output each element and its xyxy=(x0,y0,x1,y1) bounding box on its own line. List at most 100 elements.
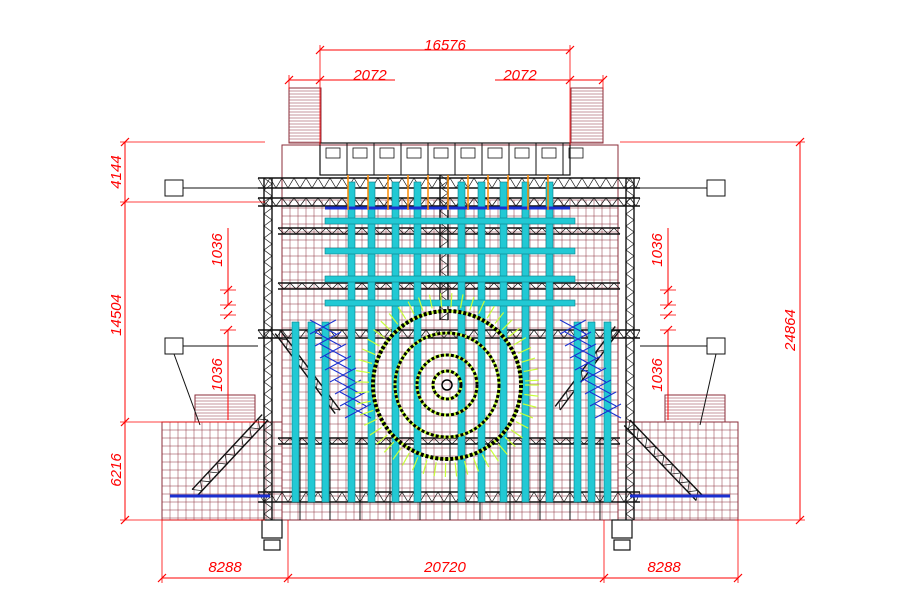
truss-lacing xyxy=(625,321,635,329)
truss-lacing xyxy=(307,227,315,235)
truss-lacing xyxy=(361,227,369,235)
truss-lacing xyxy=(563,491,571,503)
truss-lacing xyxy=(687,481,690,492)
truss-lacing xyxy=(323,197,331,207)
truss-lacing xyxy=(257,418,269,421)
truss-lacing xyxy=(443,177,451,189)
sunburst-ray xyxy=(373,329,386,339)
sunburst-ray xyxy=(501,319,513,331)
truss-lacing xyxy=(433,282,441,290)
truss-chord xyxy=(191,414,263,491)
truss-lacing xyxy=(192,489,203,491)
sunburst-ray xyxy=(356,400,371,405)
sunburst-ray xyxy=(463,460,469,475)
cyan-beam xyxy=(324,247,576,255)
truss-lacing xyxy=(263,237,273,245)
truss-lacing xyxy=(225,453,236,456)
truss-lacing xyxy=(263,333,273,341)
truss-lacing xyxy=(263,255,273,263)
stair-block xyxy=(194,394,256,423)
truss-lacing xyxy=(439,437,447,445)
stair-block xyxy=(664,394,726,423)
truss-lacing xyxy=(263,329,271,339)
truss-lacing xyxy=(263,195,273,203)
truss-lacing xyxy=(341,197,349,207)
dim-bottom-left: 8288 xyxy=(208,559,242,576)
ring-truss xyxy=(431,369,463,401)
truss-lacing xyxy=(263,327,273,335)
lattice-line xyxy=(569,343,597,359)
truss-lacing xyxy=(263,291,273,299)
truss-lacing xyxy=(277,437,285,445)
truss-lacing xyxy=(565,227,573,235)
truss-lacing xyxy=(269,197,277,207)
truss-lacing xyxy=(625,279,635,287)
truss-lacing xyxy=(443,197,451,207)
truss-lacing xyxy=(311,177,319,189)
truss-lacing xyxy=(509,491,517,503)
truss-lacing xyxy=(269,177,277,189)
truss-lacing xyxy=(511,227,519,235)
truss-lacing xyxy=(289,282,297,290)
truss-lacing xyxy=(539,197,547,207)
truss-lacing xyxy=(625,315,635,323)
truss-lacing xyxy=(335,197,343,207)
truss-lacing xyxy=(301,359,303,369)
truss-lacing xyxy=(623,177,631,189)
truss-lacing xyxy=(431,177,439,189)
header-cell xyxy=(352,147,368,159)
truss-lacing xyxy=(515,491,523,503)
truss-lacing xyxy=(662,455,665,466)
truss-lacing xyxy=(331,227,339,235)
truss-lacing xyxy=(625,273,635,281)
truss-lacing xyxy=(485,197,493,207)
truss-lacing xyxy=(263,213,273,221)
truss-lacing xyxy=(625,225,635,233)
truss-lacing xyxy=(557,177,565,189)
truss-lacing xyxy=(625,345,635,353)
truss-lacing xyxy=(425,197,433,207)
truss-lacing xyxy=(263,375,273,383)
sunburst-ray xyxy=(481,454,490,468)
truss-lacing xyxy=(323,177,331,189)
truss-lacing xyxy=(625,405,635,413)
truss-lacing xyxy=(623,197,631,207)
hang-line xyxy=(699,353,717,426)
truss-lacing xyxy=(587,197,595,207)
right-diagonal-brace xyxy=(623,419,703,502)
truss-lacing xyxy=(439,180,449,188)
truss-lacing xyxy=(539,329,547,339)
truss-lacing xyxy=(625,411,635,419)
truss-lacing xyxy=(611,177,619,189)
truss-lacing xyxy=(439,228,449,236)
truss-lacing xyxy=(557,491,565,503)
truss-lacing xyxy=(379,227,387,235)
truss-lacing xyxy=(539,491,547,503)
truss-lacing xyxy=(401,197,409,207)
truss-lacing xyxy=(263,249,273,257)
sunburst-ray xyxy=(356,370,371,374)
truss-lacing xyxy=(625,501,635,509)
truss-lacing xyxy=(581,197,589,207)
truss-lacing xyxy=(283,227,291,235)
truss-lacing xyxy=(361,437,369,445)
truss-lacing xyxy=(439,234,449,242)
sunburst-ray xyxy=(523,368,538,373)
truss-lacing xyxy=(437,177,445,189)
truss-lacing xyxy=(623,491,631,503)
truss-lacing xyxy=(467,491,475,503)
lattice-line xyxy=(324,355,352,371)
sunburst-ray xyxy=(508,327,520,338)
truss-lacing xyxy=(275,197,283,207)
truss-lacing xyxy=(263,303,273,311)
truss-lacing xyxy=(583,282,591,290)
truss-lacing xyxy=(625,183,635,191)
truss-lacing xyxy=(301,282,309,290)
truss-lacing xyxy=(325,282,333,290)
speaker-box xyxy=(164,179,184,197)
truss-lacing xyxy=(535,437,543,445)
truss-lacing xyxy=(601,282,609,290)
truss-lacing xyxy=(670,472,681,475)
truss-lacing xyxy=(575,197,583,207)
truss-lacing xyxy=(281,177,289,189)
